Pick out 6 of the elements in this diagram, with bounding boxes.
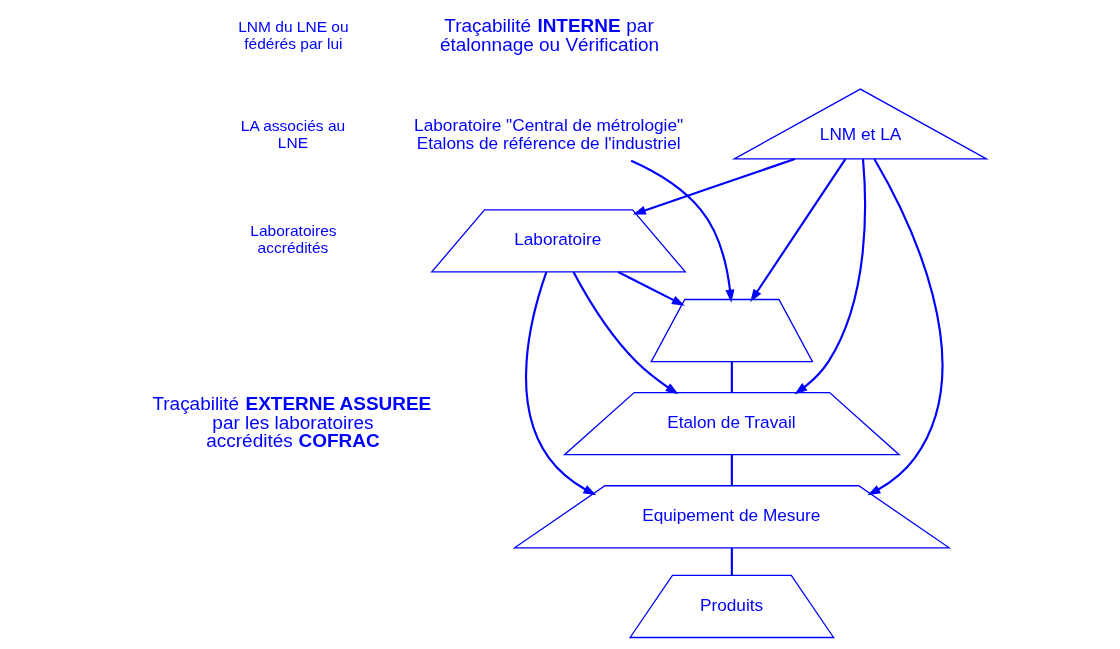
label: LNM du LNE ou fédérés par lui: [238, 17, 349, 52]
label: Traçabilité EXTERNE ASSUREE par les laboratoires accrédités COFRAC: [152, 392, 432, 452]
label: LA associés au LNE: [240, 116, 346, 152]
node-text: Laboratoire "Central de métrologie" Etalons de référence de l'industriel: [414, 114, 684, 154]
label: Laboratoires accrédités: [250, 222, 337, 257]
label: Traçabilité INTERNE par étalonnage ou Vérification: [439, 14, 660, 55]
